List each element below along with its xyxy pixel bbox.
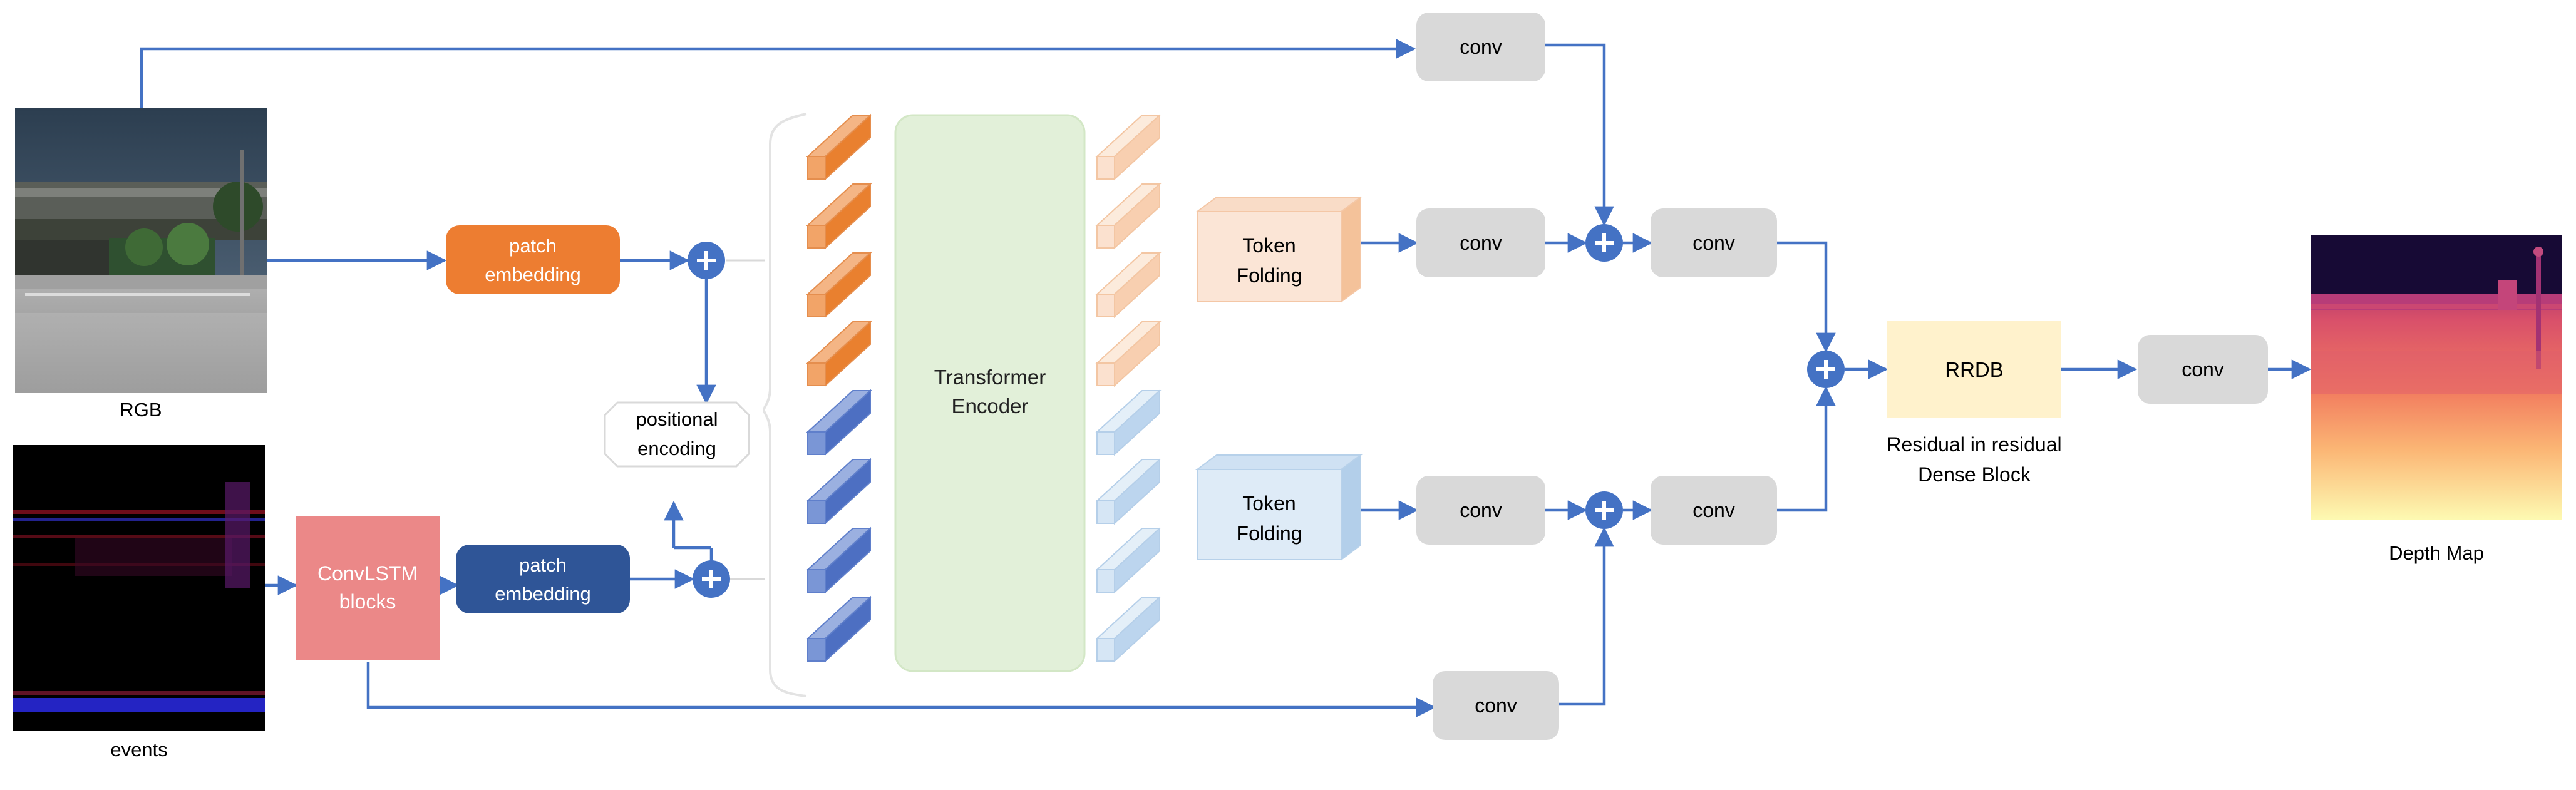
events-label: events — [110, 739, 167, 761]
rgb-image — [15, 108, 267, 393]
arrow-rgb-to-top-conv — [140, 39, 1416, 108]
events-image — [13, 445, 265, 731]
token-folding-top: Token Folding — [1195, 196, 1363, 303]
plus-node-merge — [1807, 351, 1845, 388]
arrow-bottom-conv-to-plus — [1559, 526, 1614, 706]
convlstm-blocks: ConvLSTM blocks — [296, 516, 440, 660]
arrow-conv-top-to-merge-plus — [1777, 241, 1836, 353]
patch-embedding-top: patch embedding — [446, 225, 620, 294]
input-token-1 — [806, 113, 872, 181]
output-token-2 — [1095, 182, 1162, 250]
input-tokens — [806, 113, 872, 663]
bracket-leaders — [726, 259, 765, 580]
output-token-6 — [1095, 458, 1162, 525]
positional-encoding-line2: encoding — [637, 438, 716, 459]
output-token-3 — [1095, 251, 1162, 319]
rrdb-label: RRDB — [1945, 358, 2004, 381]
output-token-1 — [1095, 113, 1162, 181]
token-folding-bottom-line1: Token — [1242, 492, 1296, 515]
token-folding-top-line2: Folding — [1237, 264, 1302, 287]
positional-encoding: positional encoding — [604, 401, 750, 468]
arrow-convlstm-to-bottom-conv — [366, 662, 1436, 717]
conv-bottom-branch-1-label: conv — [1460, 499, 1502, 521]
conv-skip-rgb: conv — [1416, 13, 1545, 81]
arrow-conv-bottom-to-merge-plus — [1777, 386, 1836, 512]
input-token-7 — [806, 526, 872, 594]
plus-node-events — [693, 560, 730, 598]
depth-map-label: Depth Map — [2389, 542, 2484, 564]
input-token-6 — [806, 458, 872, 525]
patch-embedding-bottom: patch embedding — [456, 545, 630, 613]
rrdb-caption-line1: Residual in residual — [1887, 433, 2061, 456]
rrdb-caption-line2: Dense Block — [1918, 463, 2031, 486]
conv-bottom-branch-2-label: conv — [1692, 499, 1735, 521]
token-brace — [763, 113, 807, 697]
input-token-2 — [806, 182, 872, 250]
transformer-line1: Transformer — [934, 366, 1046, 389]
patch-embedding-top-line2: embedding — [485, 264, 580, 285]
output-token-4 — [1095, 320, 1162, 387]
convlstm-line1: ConvLSTM — [317, 562, 418, 585]
conv-blocks: conv conv conv conv conv conv conv — [1416, 13, 2268, 740]
input-token-5 — [806, 389, 872, 456]
conv-bottom-branch-1: conv — [1416, 476, 1545, 545]
plus-node-top-branch — [1585, 224, 1623, 262]
plus-node-rgb — [688, 242, 725, 279]
conv-top-branch-1: conv — [1416, 208, 1545, 277]
convlstm-line2: blocks — [339, 590, 396, 613]
token-folding-bottom: Token Folding — [1195, 454, 1363, 561]
input-token-3 — [806, 251, 872, 319]
conv-bottom-branch-2: conv — [1651, 476, 1777, 545]
conv-final: conv — [2138, 335, 2268, 404]
conv-skip-events-label: conv — [1475, 694, 1517, 717]
rrdb-block: RRDB — [1887, 321, 2061, 418]
rgb-label: RGB — [120, 399, 162, 421]
conv-skip-events: conv — [1433, 671, 1559, 740]
output-token-5 — [1095, 389, 1162, 456]
patch-embedding-bottom-line1: patch — [519, 554, 567, 576]
conv-top-branch-2-label: conv — [1692, 232, 1735, 254]
input-token-8 — [806, 595, 872, 663]
token-folding-top-line1: Token — [1242, 234, 1296, 257]
conv-top-branch-2: conv — [1651, 208, 1777, 277]
arrow-top-conv-to-plus — [1545, 43, 1614, 227]
conv-top-branch-1-label: conv — [1460, 232, 1502, 254]
depth-map-image — [2311, 235, 2562, 520]
output-token-7 — [1095, 526, 1162, 594]
connectors — [140, 39, 2312, 717]
patch-embedding-top-line1: patch — [509, 235, 557, 257]
transformer-encoder: Transformer Encoder — [894, 114, 1086, 672]
transformer-line2: Encoder — [952, 394, 1029, 418]
output-tokens — [1095, 113, 1162, 663]
plus-node-bottom-branch — [1585, 491, 1623, 529]
token-folding-bottom-line2: Folding — [1237, 522, 1302, 545]
input-token-4 — [806, 320, 872, 387]
patch-embedding-bottom-line2: embedding — [495, 583, 590, 605]
conv-final-label: conv — [2182, 358, 2224, 381]
conv-skip-rgb-label: conv — [1460, 36, 1502, 58]
positional-encoding-line1: positional — [636, 408, 718, 430]
output-token-8 — [1095, 595, 1162, 663]
